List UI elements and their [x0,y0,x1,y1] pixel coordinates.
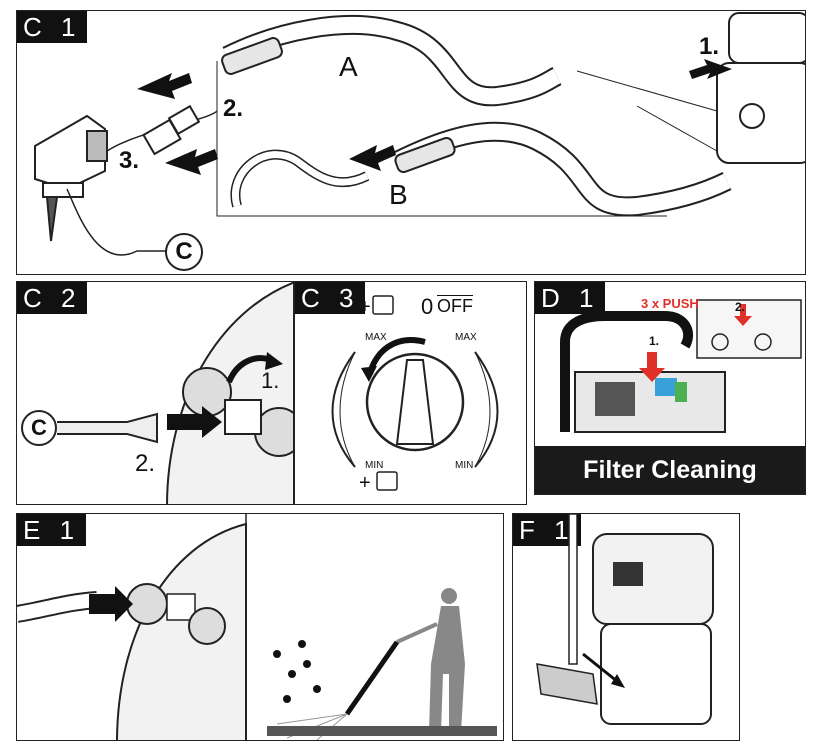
arrow-right [89,586,133,622]
plug-socket-icon [372,295,398,491]
arrow-right [689,59,732,79]
step-2-label: 2. [223,95,244,122]
jigsaw-tool [34,114,108,242]
arrow-right [167,406,222,438]
connector-c-circle: C [21,410,57,446]
arrow-left [137,73,192,99]
panel-f1: F 1 [512,513,740,741]
blower-illustration [17,514,497,740]
filter-cleaning-illustration [560,299,802,433]
panel-c2: C 2 C 1. 2. [16,281,294,505]
off-zero: 0 [421,294,434,319]
panel-e1: E 1 [16,513,504,741]
floor-nozzle-storage-illustration [536,514,714,725]
min-right: MIN [455,460,474,471]
plus-top: + [359,296,371,318]
step-1-label: 1. [699,33,720,60]
socket-illustration [57,282,293,504]
step-2-label: 2. [735,300,746,314]
hose-assembly-illustration [34,12,805,256]
plus-bottom: + [359,472,371,494]
power-dial-illustration [331,295,499,491]
vacuum-body [716,12,805,164]
panel-d1: D 1 3 x PUSH 1. 2. Filter Cleaning [534,281,806,495]
hose-label-b: B [389,179,408,210]
arrow-left [349,145,396,171]
panel-tag: C 2 [17,282,88,314]
step-1-label: 1. [261,368,280,393]
filter-cleaning-caption: Filter Cleaning [535,446,805,494]
connector-c-circle: C [165,233,203,271]
max-left: MAX [365,332,387,343]
step-2-label: 2. [135,450,156,477]
person-silhouette [429,588,465,732]
step-3-label: 3. [119,147,140,174]
panel-tag: C 3 [295,282,366,314]
panel-tag: D 1 [535,282,606,314]
panel-c1: C 1 [16,10,806,275]
panel-c3: C 3 + 0 OFF MAX MAX MIN MIN + [294,281,527,505]
min-left: MIN [365,460,384,471]
arrow-left [165,149,218,175]
off-label: OFF [437,296,473,316]
push-instruction: 3 x PUSH [641,296,699,311]
step-1-label: 1. [649,334,660,348]
max-right: MAX [455,332,477,343]
panel-tag: C 1 [17,11,88,43]
hose-label-a: A [339,51,358,82]
panel-tag: E 1 [17,514,87,546]
